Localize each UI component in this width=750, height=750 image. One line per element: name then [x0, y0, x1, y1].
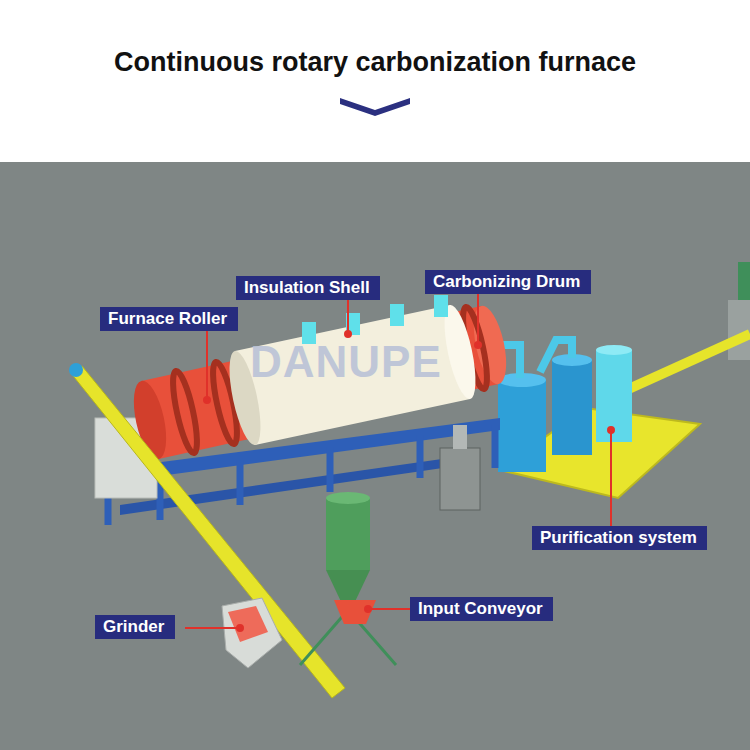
- leader-dot: [608, 427, 614, 433]
- part-label: Insulation Shell: [244, 278, 370, 298]
- page-title: Continuous rotary carbonization furnace: [0, 45, 750, 79]
- part-label: Furnace Roller: [108, 309, 227, 329]
- grinder-body: [222, 598, 282, 668]
- input-hopper: [334, 600, 376, 624]
- tank: [498, 380, 546, 472]
- leader-dot: [345, 331, 351, 337]
- part-label: Carbonizing Drum: [433, 272, 580, 292]
- frame-leg: [237, 460, 244, 505]
- callout-box: Grinder: [95, 615, 175, 639]
- leader-line: [368, 608, 410, 610]
- leader-dot: [204, 397, 210, 403]
- chimney: [390, 304, 404, 326]
- part-label: Grinder: [103, 617, 164, 637]
- frame-leg: [492, 425, 499, 468]
- ground: [0, 162, 750, 750]
- part-label: Input Conveyor: [418, 599, 543, 619]
- callout-box: Furnace Roller: [100, 307, 238, 331]
- chimney: [434, 295, 448, 317]
- callout-box: Carbonizing Drum: [425, 270, 591, 294]
- leader-line: [477, 294, 479, 345]
- mast: [738, 262, 750, 302]
- watermark: DANUPE: [250, 338, 442, 386]
- tank: [552, 360, 592, 455]
- cyclone: [326, 498, 370, 570]
- cyclone-leg: [300, 610, 348, 665]
- frame-leg: [327, 447, 334, 492]
- callout-box: Insulation Shell: [236, 276, 380, 300]
- cyclone-top: [326, 492, 370, 504]
- mast-base: [728, 300, 750, 360]
- leader-dot: [237, 625, 243, 631]
- outlet-pipe: [622, 334, 750, 392]
- conveyor-cap: [69, 363, 83, 377]
- conveyor: [70, 366, 345, 698]
- shell-end: [438, 303, 482, 402]
- leader-lines: [185, 294, 614, 631]
- combustion-furnace: [440, 448, 480, 510]
- leader-line: [610, 430, 612, 526]
- leader-dot: [365, 606, 371, 612]
- callout-box: Input Conveyor: [410, 597, 553, 621]
- furnace-roller: [168, 369, 202, 454]
- leader-line: [206, 331, 208, 400]
- part-label: Purification system: [540, 528, 697, 548]
- pipe: [540, 340, 572, 372]
- leader-dot: [475, 342, 481, 348]
- furnace-pipe: [453, 425, 467, 449]
- tank-top: [596, 345, 632, 355]
- frame-leg: [417, 435, 424, 478]
- header-band: [0, 0, 750, 162]
- callout-box: Purification system: [532, 526, 707, 550]
- grinder-hopper: [228, 606, 268, 642]
- tank: [596, 350, 632, 442]
- chevron: [340, 98, 410, 116]
- leader-line: [185, 627, 240, 629]
- leader-line: [347, 300, 349, 334]
